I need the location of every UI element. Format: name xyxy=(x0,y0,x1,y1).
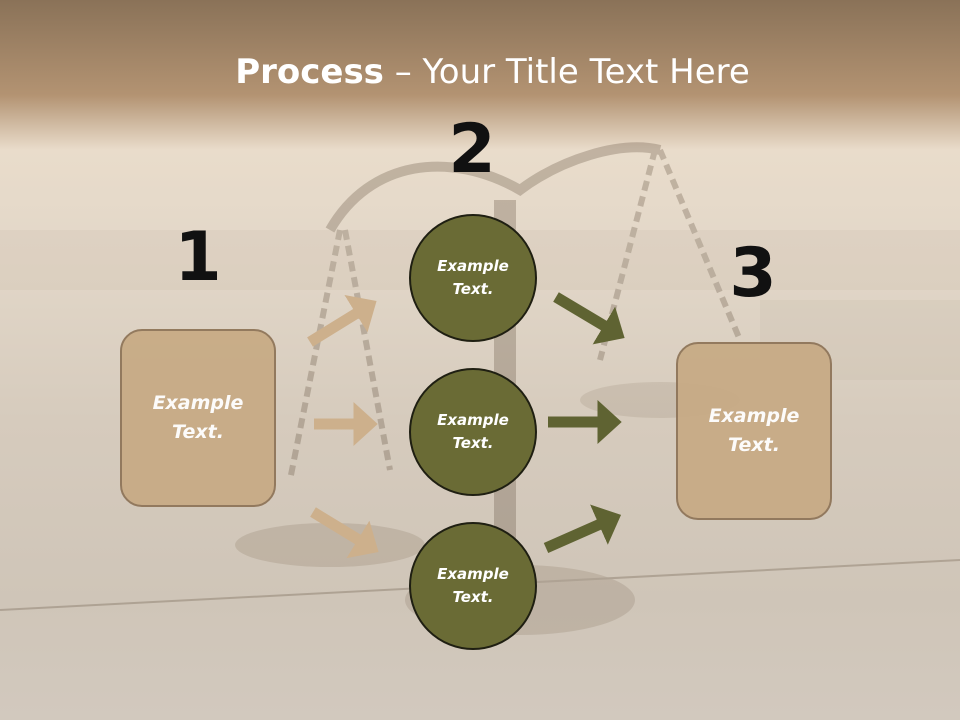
step-1-box: Example Text. xyxy=(120,329,276,507)
step-3-box: Example Text. xyxy=(676,342,832,520)
title-rest: – Your Title Text Here xyxy=(383,52,750,92)
step-3-text: Example Text. xyxy=(708,405,800,456)
step-number-3: 3 xyxy=(729,234,777,313)
step-1-text: Example Text. xyxy=(152,392,244,443)
step-2-circle-middle: Example Text. xyxy=(409,368,537,496)
step-2-circle-top-text: Example Text. xyxy=(437,257,509,298)
step-number-1: 1 xyxy=(174,218,222,297)
step-2-circle-middle-text: Example Text. xyxy=(437,411,509,452)
page-title: Process – Your Title Text Here xyxy=(0,52,960,92)
step-2-circle-bottom: Example Text. xyxy=(409,522,537,650)
step-2-circle-top: Example Text. xyxy=(409,214,537,342)
step-number-2: 2 xyxy=(448,110,496,189)
title-bold: Process xyxy=(235,52,384,92)
step-2-circle-bottom-text: Example Text. xyxy=(437,565,509,606)
